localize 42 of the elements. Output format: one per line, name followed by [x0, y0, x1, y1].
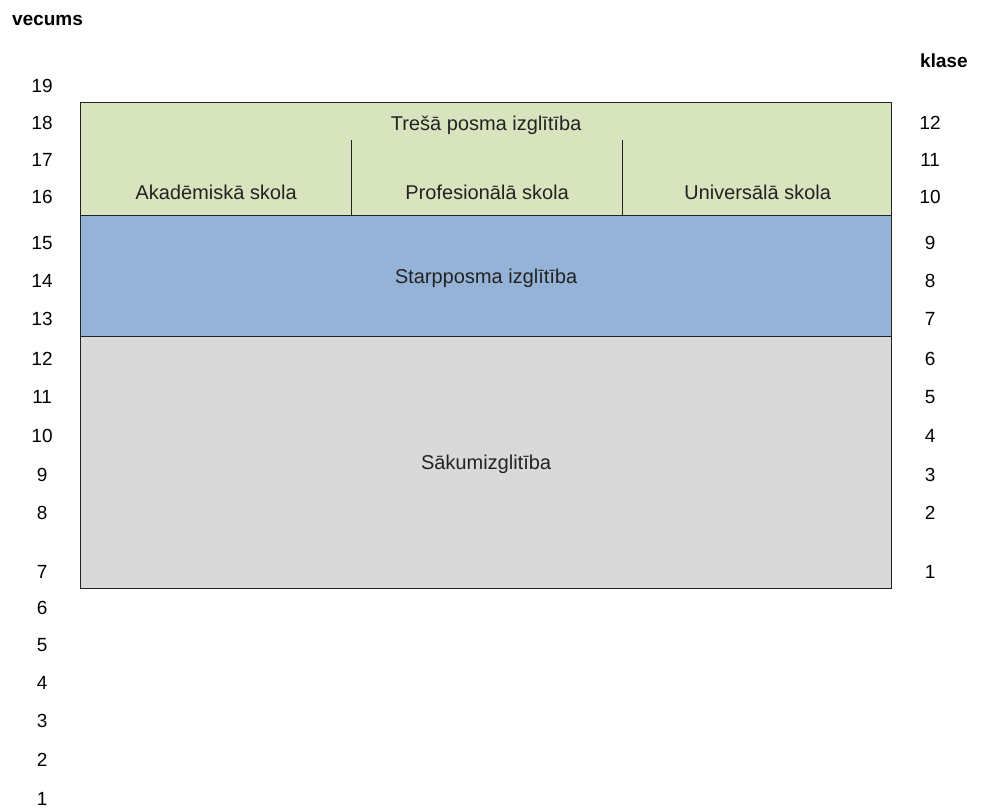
stage-band: [80, 336, 892, 589]
grade-number: 3: [924, 465, 936, 487]
band-title: Trešā posma izglītība: [390, 113, 582, 136]
column-label: Akadēmiskā skola: [134, 182, 298, 205]
grade-number: 11: [920, 150, 940, 172]
age-number: 9: [36, 465, 48, 487]
grade-number: 9: [924, 233, 936, 255]
age-number: 15: [31, 233, 53, 255]
age-number: 2: [36, 750, 48, 772]
age-number: 4: [36, 673, 48, 695]
age-number: 19: [31, 76, 53, 98]
stage-band: [80, 102, 892, 216]
column-label: Profesionālā skola: [404, 182, 570, 205]
age-number: 12: [31, 349, 53, 371]
band-title: Sākumizglitība: [420, 452, 552, 475]
grade-number: 1: [924, 562, 936, 584]
age-number: 11: [32, 387, 52, 409]
age-number: 10: [31, 426, 53, 448]
grade-number: 4: [924, 426, 936, 448]
age-number: 7: [36, 562, 48, 584]
age-number: 6: [36, 598, 48, 620]
age-number: 1: [36, 789, 48, 810]
age-number: 3: [36, 711, 48, 733]
grade-number: 7: [924, 309, 936, 331]
grade-number: 2: [924, 503, 936, 525]
grade-number: 6: [924, 349, 936, 371]
column-label: Universālā skola: [683, 182, 832, 205]
grade-number: 8: [924, 271, 936, 293]
grade-number: 12: [919, 113, 941, 135]
axis-title: klase: [920, 51, 968, 73]
age-number: 16: [31, 187, 53, 209]
stage-band: [80, 215, 892, 337]
age-number: 17: [31, 150, 53, 172]
grade-number: 10: [919, 187, 941, 209]
axis-title: vecums: [12, 9, 83, 31]
age-number: 18: [31, 113, 53, 135]
age-number: 14: [31, 271, 53, 293]
band-title: Starpposma izglītība: [394, 266, 578, 289]
age-number: 8: [36, 503, 48, 525]
age-number: 13: [31, 309, 53, 331]
grade-number: 5: [924, 387, 936, 409]
age-number: 5: [36, 635, 48, 657]
